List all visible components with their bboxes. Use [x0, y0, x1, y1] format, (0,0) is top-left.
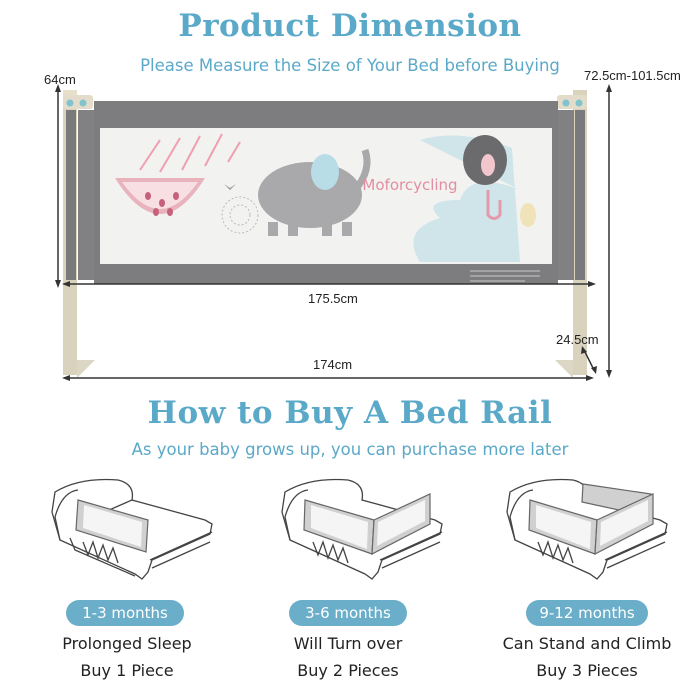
rail-length-label: 175.5cm	[308, 291, 358, 306]
dimension-title: Product Dimension	[178, 8, 522, 44]
bed-sketch-1-piece	[51, 478, 213, 580]
dimension-subtitle: Please Measure the Size of Your Bed befo…	[140, 56, 560, 75]
stage-1-milestone: Prolonged Sleep	[62, 634, 192, 653]
bed-sketch-3-pieces	[506, 478, 668, 580]
rail-height-label: 64cm	[44, 72, 76, 87]
buy-guide-title: How to Buy A Bed Rail	[147, 395, 553, 431]
panel-print-text: Moforcycling	[362, 176, 457, 194]
stage-2-pieces: Buy 2 Pieces	[297, 661, 399, 680]
stage-1-pieces: Buy 1 Piece	[80, 661, 174, 680]
bed-sketch-2-pieces	[281, 478, 443, 580]
bed-rail-illustration: Moforcycling	[55, 84, 612, 381]
age-pill-3-6-months: 3-6 months	[289, 600, 407, 626]
stage-3-milestone: Can Stand and Climb	[502, 634, 672, 653]
base-length-label: 174cm	[313, 357, 353, 372]
stage-2-milestone: Will Turn over	[293, 634, 403, 653]
stage-3-pieces: Buy 3 Pieces	[536, 661, 638, 680]
age-pill-9-12-months: 9-12 months	[526, 600, 648, 626]
foot-depth-label: 24.5cm	[556, 332, 599, 347]
age-pill-1-3-months: 1-3 months	[66, 600, 184, 626]
buy-guide-subtitle: As your baby grows up, you can purchase …	[131, 440, 569, 459]
adjustable-height-label: 72.5cm-101.5cm	[584, 68, 681, 83]
